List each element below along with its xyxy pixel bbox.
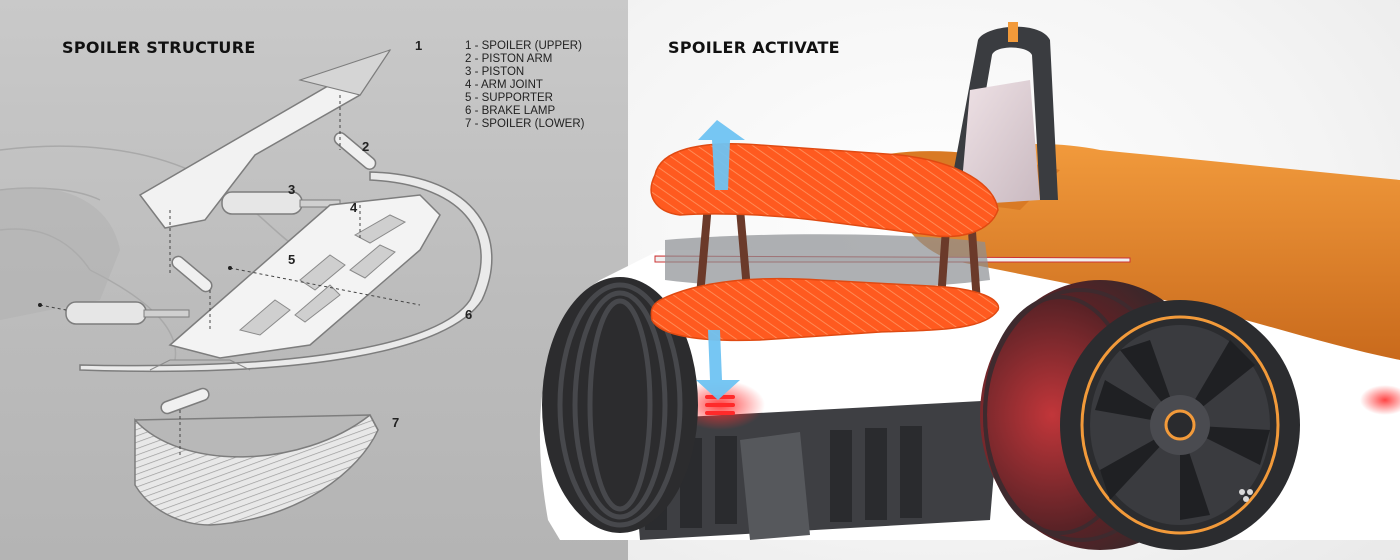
- callout-7: 7: [392, 415, 400, 430]
- wheel-hub: [1150, 395, 1210, 455]
- activate-title: SPOILER ACTIVATE: [668, 38, 840, 57]
- assembly-guide-lines: [39, 95, 421, 455]
- upper-spoiler-activated: [650, 143, 999, 238]
- upper-spoiler-part: [138, 49, 392, 229]
- callout-1: 1: [415, 38, 423, 53]
- legend-item: 7 - SPOILER (LOWER): [465, 118, 585, 130]
- brake-light-glow-right: [1360, 385, 1400, 415]
- callout-6: 6: [465, 307, 473, 322]
- piston-parts: [65, 191, 341, 325]
- seat-back: [960, 80, 1040, 205]
- lower-spoiler-part: [134, 359, 379, 526]
- piston-arm-parts: [160, 132, 377, 415]
- callout-5: 5: [288, 252, 296, 267]
- left-rear-tire: [542, 277, 698, 533]
- callout-3: 3: [288, 182, 296, 197]
- legend-item: 1 - SPOILER (UPPER): [465, 40, 582, 52]
- brand-logo-icon: [1239, 489, 1253, 502]
- arrow-up-icon: [698, 120, 745, 190]
- legend-item: 5 - SUPPORTER: [465, 92, 553, 104]
- structure-title: SPOILER STRUCTURE: [62, 38, 256, 57]
- arrow-down-icon: [696, 330, 740, 400]
- parts-legend: 1 - SPOILER (UPPER) 2 - PISTON ARM 3 - P…: [465, 40, 585, 131]
- legend-item: 4 - ARM JOINT: [465, 79, 543, 91]
- callout-4: 4: [350, 200, 358, 215]
- lower-spoiler-activated: [650, 277, 1000, 342]
- guide-dots: [38, 266, 232, 307]
- legend-item: 2 - PISTON ARM: [465, 53, 553, 65]
- callout-2: 2: [362, 139, 370, 154]
- supporter-frame-part: [168, 194, 441, 359]
- legend-item: 6 - BRAKE LAMP: [465, 105, 556, 117]
- legend-item: 3 - PISTON: [465, 66, 525, 78]
- brake-lamp-part: [79, 171, 493, 373]
- roll-hoop: [950, 26, 1058, 201]
- body-shadow-shape: [0, 187, 120, 320]
- roll-hoop-stripe: [1008, 22, 1018, 42]
